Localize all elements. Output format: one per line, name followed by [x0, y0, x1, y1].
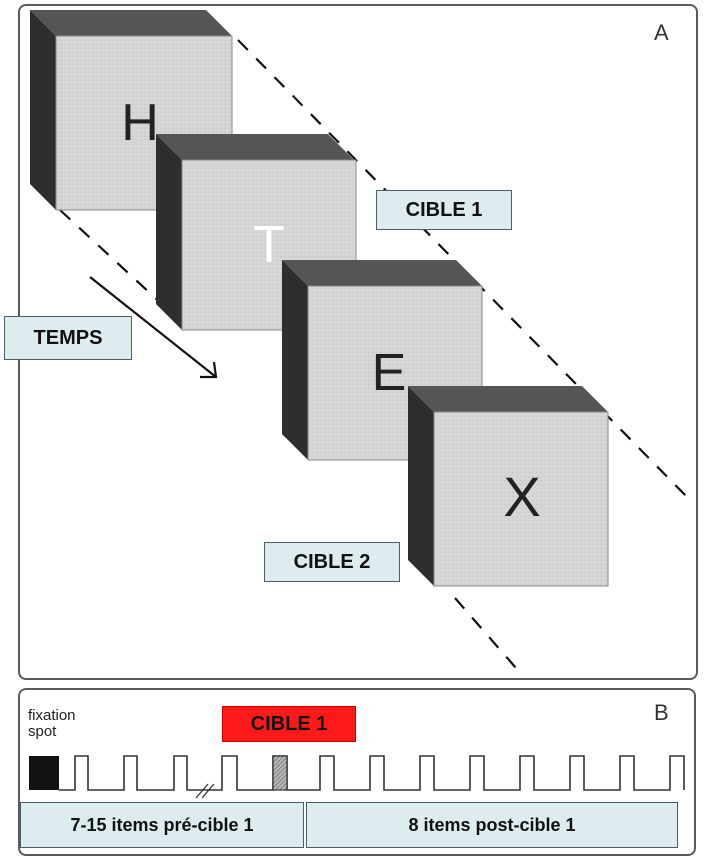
pre-target-count-label: 7-15 items pré-cible 1 — [20, 802, 304, 848]
card-glyph-h: H — [121, 94, 159, 152]
fixation-label: fixation spot — [28, 708, 76, 740]
fixation-label-line2: spot — [28, 724, 76, 740]
card-glyph-e: E — [372, 344, 407, 402]
lower-guide-line-b — [455, 598, 516, 668]
post-target-count-label: 8 items post-cible 1 — [306, 802, 678, 848]
fixation-spot-marker — [29, 756, 59, 790]
break-mark-2 — [202, 784, 214, 798]
target2-label: CIBLE 2 — [264, 542, 400, 582]
time-label: TEMPS — [4, 316, 132, 360]
target1-hatched-item — [273, 756, 287, 790]
break-mark-1 — [196, 784, 208, 798]
target1-highlight-label: CIBLE 1 — [222, 706, 356, 742]
card-glyph-x: X — [503, 465, 540, 528]
card-glyph-t: T — [253, 216, 285, 274]
rsvp-timeline — [29, 756, 684, 798]
target1-label: CIBLE 1 — [376, 190, 512, 230]
fixation-label-line1: fixation — [28, 708, 76, 724]
